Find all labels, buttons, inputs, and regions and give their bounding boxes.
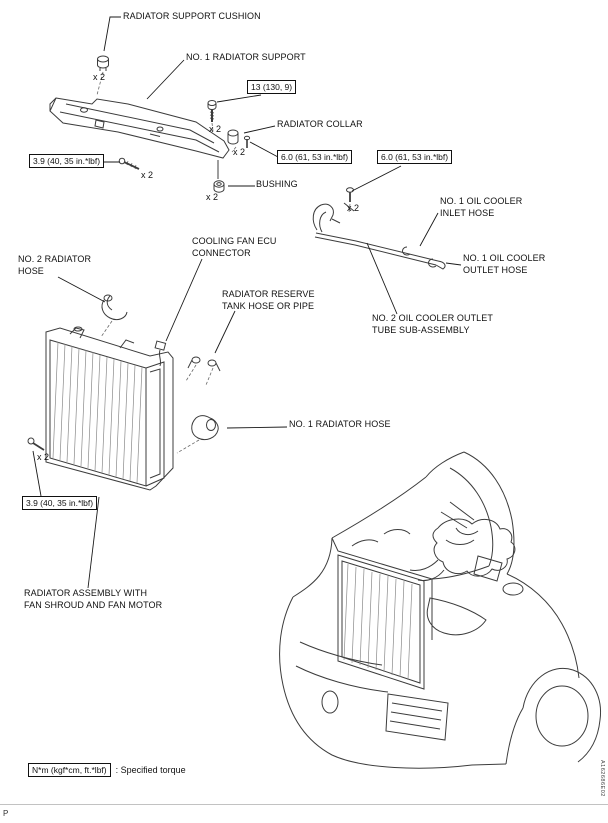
assembly-guide-lines bbox=[96, 71, 351, 454]
quantity-x2-left-screw: x 2 bbox=[141, 170, 154, 180]
label-no1-oil-cooler-outlet-hose: NO. 1 OIL COOLER OUTLET HOSE bbox=[463, 253, 546, 275]
label-radiator-collar: RADIATOR COLLAR bbox=[277, 119, 363, 129]
label-radiator-reserve-tank-hose: RADIATOR RESERVE TANK HOSE OR PIPE bbox=[222, 289, 315, 311]
oil-cooler-tube-drawing bbox=[312, 187, 446, 270]
quantity-x2-collar: x 2 bbox=[233, 147, 246, 157]
quantity-x2-oil-bolt: x 2 bbox=[347, 203, 360, 213]
quantity-x2-rad-screw: x 2 bbox=[37, 452, 50, 462]
label-cooling-fan-ecu-connector: COOLING FAN ECU CONNECTOR bbox=[192, 236, 277, 258]
label-radiator-assembly: RADIATOR ASSEMBLY WITH FAN SHROUD AND FA… bbox=[24, 588, 163, 610]
radiator-support-drawing bbox=[49, 55, 251, 193]
label-radiator-support-cushion: RADIATOR SUPPORT CUSHION bbox=[123, 11, 261, 21]
leader-lines bbox=[32, 16, 462, 589]
torque-spec-cushion-screw-1: 3.9 (40, 35 in.*lbf) bbox=[29, 154, 105, 168]
legend-meaning: : Specified torque bbox=[115, 765, 186, 775]
page-marker: P bbox=[3, 809, 9, 818]
footer-rule bbox=[0, 804, 608, 805]
label-no2-radiator-hose: NO. 2 RADIATOR HOSE bbox=[18, 254, 92, 276]
quantity-x2-support-bolt: x 2 bbox=[209, 124, 222, 134]
label-no2-oil-cooler-outlet-tube: NO. 2 OIL COOLER OUTLET TUBE SUB-ASSEMBL… bbox=[372, 313, 493, 335]
torque-legend: N*m (kgf*cm, ft.*lbf) : Specified torque bbox=[28, 763, 186, 777]
figure-code: A162686E02 bbox=[599, 760, 605, 797]
torque-spec-collar-bolt-2: 6.0 (61, 53 in.*lbf) bbox=[377, 150, 453, 164]
quantity-x2-cushion: x 2 bbox=[93, 72, 106, 82]
torque-spec-cushion-screw-2: 3.9 (40, 35 in.*lbf) bbox=[22, 496, 98, 510]
quantity-x2-bushing: x 2 bbox=[206, 192, 219, 202]
vehicle-front-drawing bbox=[279, 451, 602, 769]
torque-spec-collar-bolt-1: 6.0 (61, 53 in.*lbf) bbox=[277, 150, 353, 164]
torque-spec-support-bolt: 13 (130, 9) bbox=[247, 80, 297, 94]
label-no1-oil-cooler-inlet-hose: NO. 1 OIL COOLER INLET HOSE bbox=[440, 196, 523, 218]
label-no1-radiator-hose: NO. 1 RADIATOR HOSE bbox=[289, 419, 391, 429]
label-bushing: BUSHING bbox=[256, 179, 298, 189]
radiator-assembly-drawing bbox=[27, 294, 221, 491]
label-no1-radiator-support: NO. 1 RADIATOR SUPPORT bbox=[186, 52, 306, 62]
legend-unit-box: N*m (kgf*cm, ft.*lbf) bbox=[28, 763, 111, 777]
